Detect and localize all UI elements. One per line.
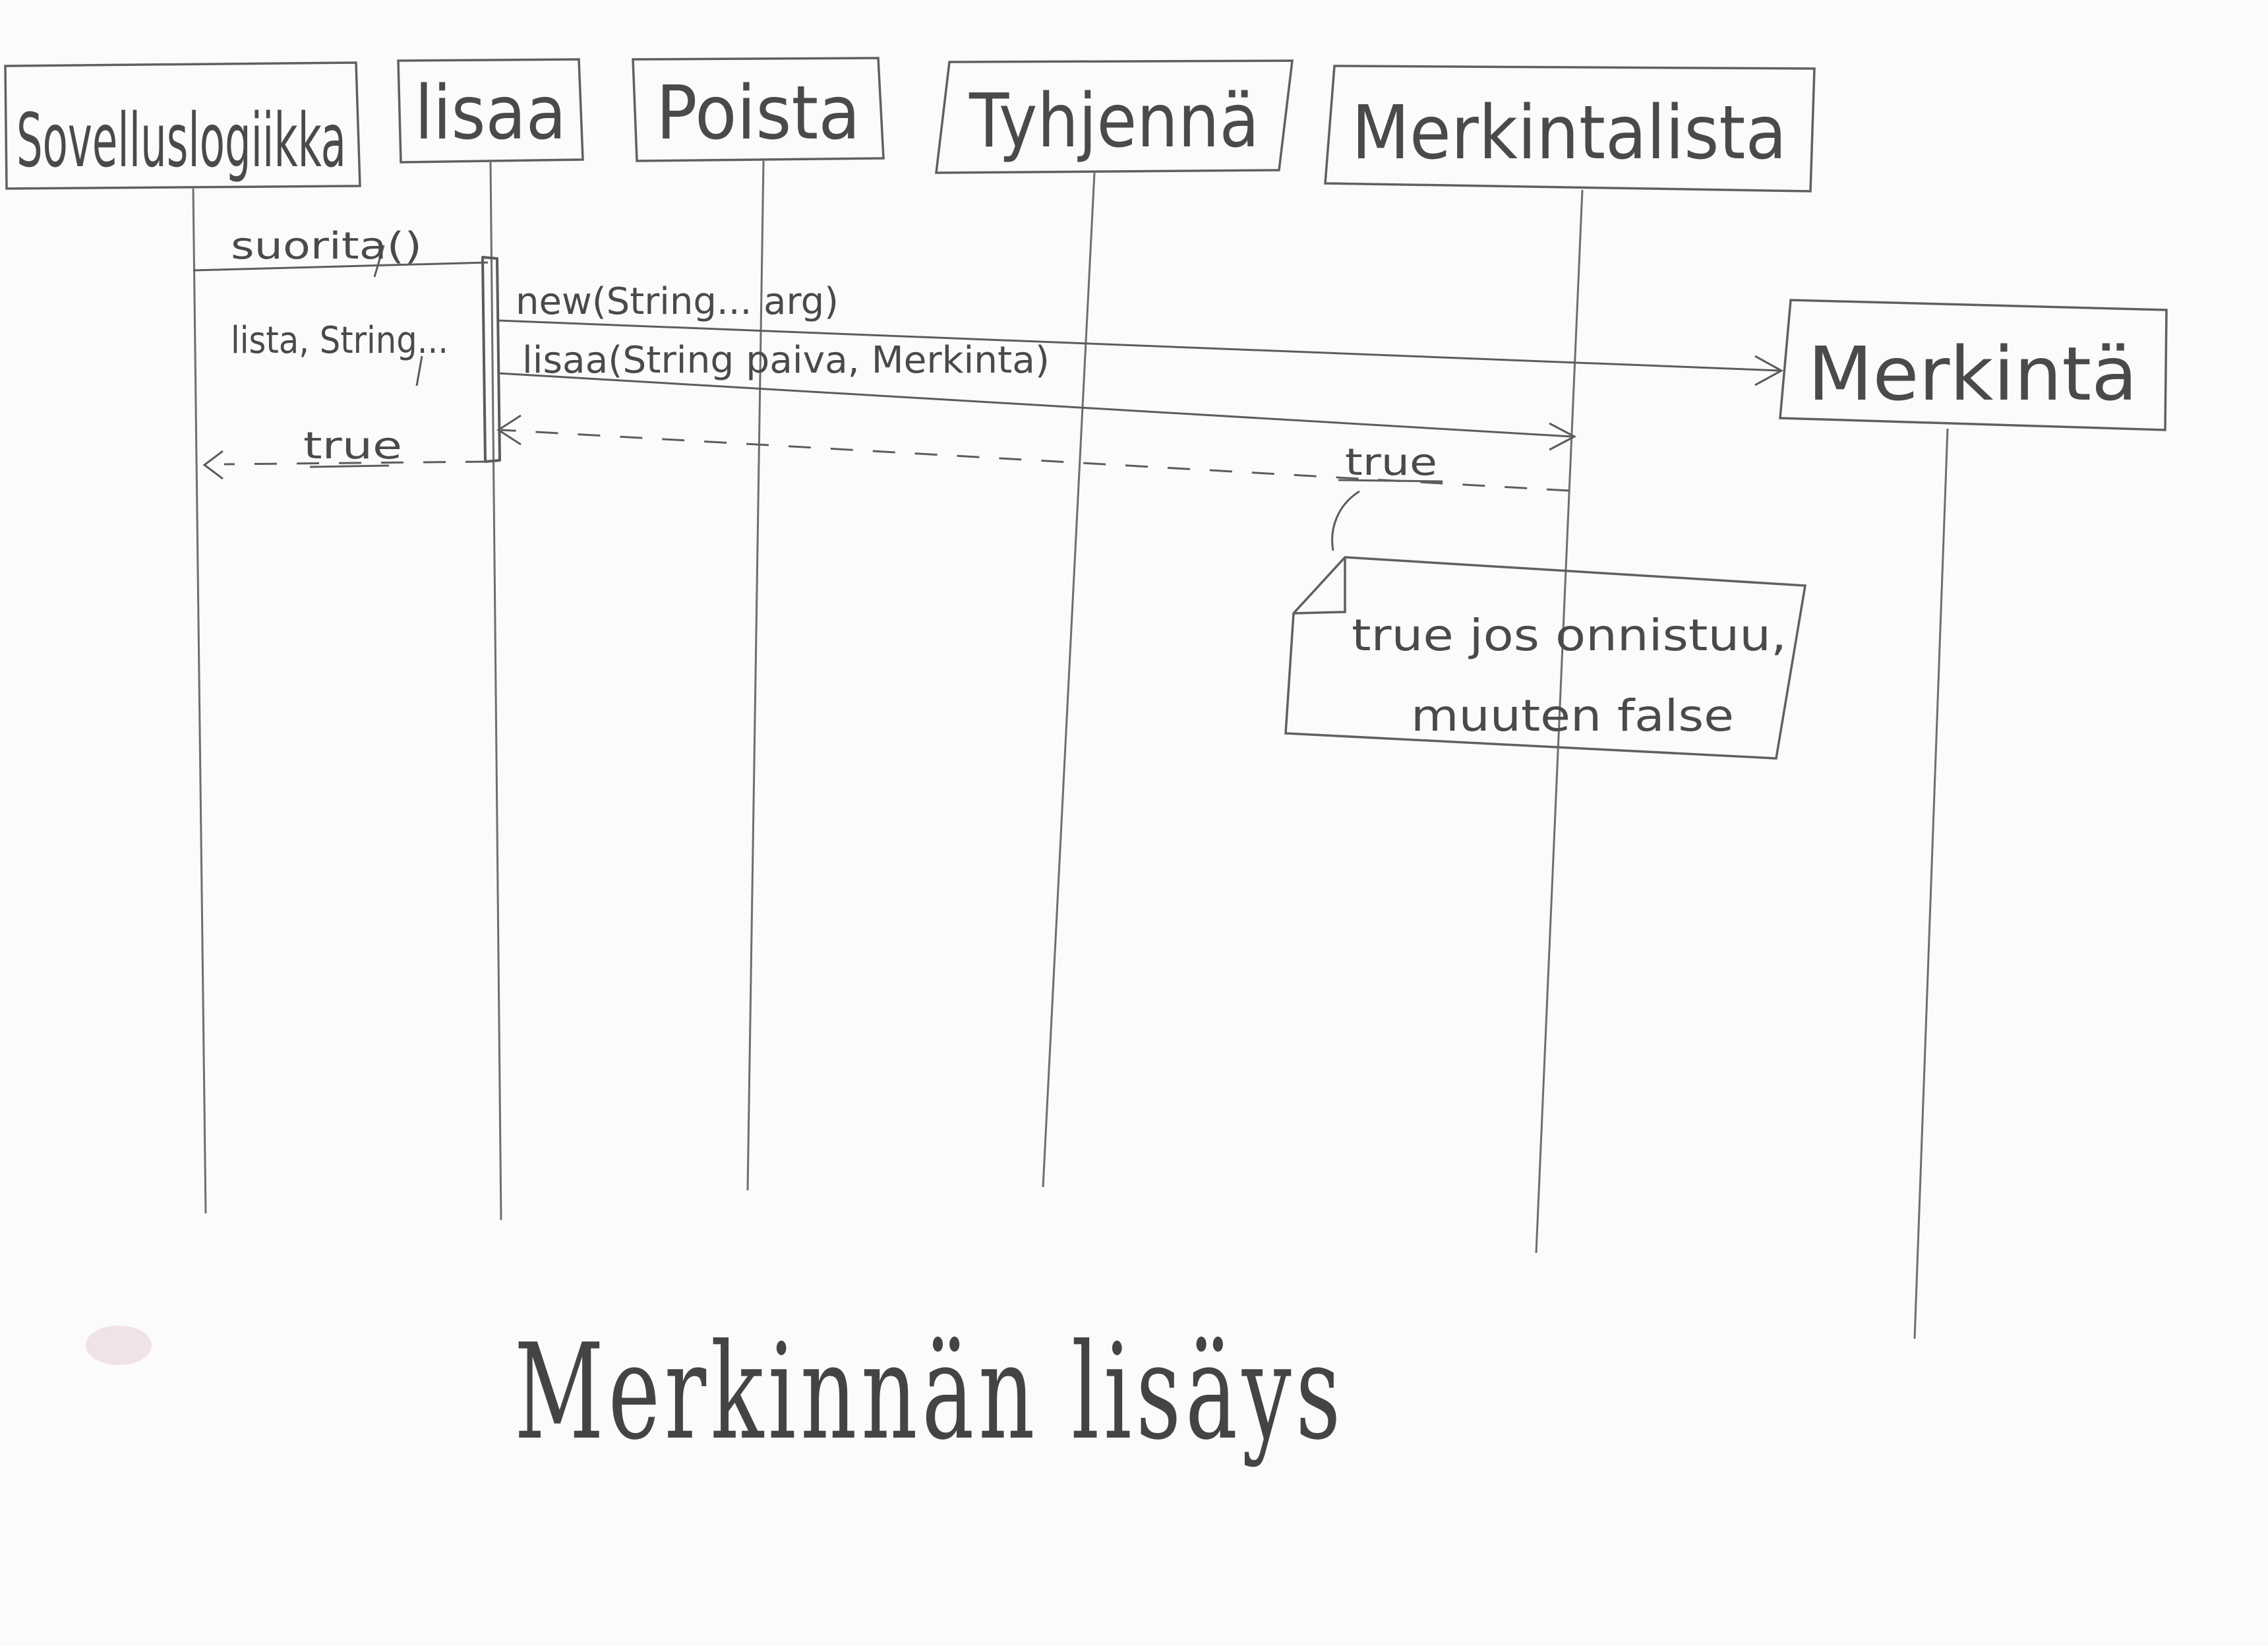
message-label: suorita() [231,225,422,268]
return-label: true [1345,441,1437,484]
note-line-2: muuten false [1411,690,1734,741]
object-label: Merkintalista [1352,90,1787,176]
lifeline-tyhjenna [1042,172,1096,1188]
object-tyhjenna: Tyhjennä [935,59,1294,174]
message-suorita: suorita() [193,225,489,278]
return-true-merkintalista: true [496,414,1570,492]
parameters-text: lista, String... [231,319,448,362]
diagram-caption: Merkinnän lisäys [514,1316,1345,1469]
object-lisaa: lisaa [397,58,584,164]
return-label: true [303,425,402,468]
note-line-1: true jos onnistuu, [1352,610,1787,661]
message-new: new(String... arg) [498,280,1784,386]
object-label: Sovelluslogiikka [16,98,346,184]
message-label: new(String... arg) [516,280,839,323]
scan-smudge [86,1326,152,1365]
lifeline-merkintalista [1535,189,1584,1254]
lifeline-lisaa [489,162,502,1221]
object-merkintalista: Merkintalista [1324,65,1816,193]
lifeline-sovelluslogiikka [192,188,207,1214]
note-connector [1331,490,1360,551]
message-lisaa: lisaa(String paiva, Merkinta) [498,339,1577,451]
object-label: Merkintä [1808,332,2137,417]
lifeline-merkinta [1913,428,1949,1339]
lifeline-poista [746,160,765,1191]
object-label: Tyhjennä [969,78,1259,164]
object-merkinta: Merkintä [1779,299,2168,431]
object-sovelluslogiikka: Sovelluslogiikka [4,61,361,190]
object-label: Poista [656,71,860,156]
activation-bar [481,256,501,463]
object-poista: Poista [632,57,885,162]
lifelines [192,160,1949,1339]
return-true-sovelluslogiikka: true [202,425,489,480]
note-box: true jos onnistuu, muuten false [1284,556,1807,760]
message-label: lisaa(String paiva, Merkinta) [522,339,1050,382]
parameters-label: lista, String... [231,319,448,386]
object-label: lisaa [415,71,566,156]
